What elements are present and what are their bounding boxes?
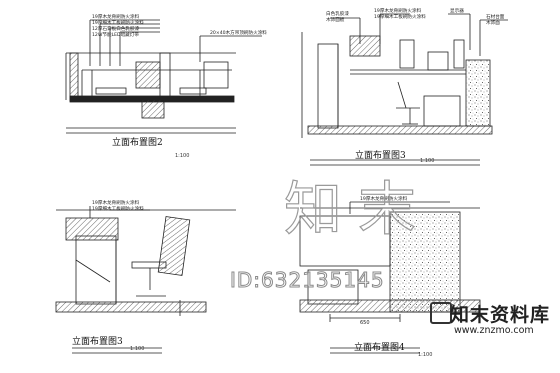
brand-logo-icon [430,302,452,324]
note-p1-2: 19厚细木工板刷防火涂料 [92,21,144,26]
dimension-p4-width: 650 [360,320,370,326]
note-p3-1: 19厚木龙骨刷防火涂料 [92,201,140,206]
note-p2-3: 19厚木龙骨刷防火涂料 [374,9,422,14]
panel-scale-3: 1:100 [130,346,145,352]
note-p1-4: 12W节能LED暗藏灯带 [92,33,139,38]
panel-title-4: 立面布置图4 [354,343,405,353]
elevation-3 [55,206,236,354]
brand-name: 知末资料库 [450,304,551,326]
note-p2-6: 石材台面 [486,15,505,20]
note-p2-4: 19厚细木工板刷防火涂料 [374,15,426,20]
panel-scale-2: 1:100 [420,158,435,164]
note-p4-1: 19厚木龙骨刷防火涂料 [360,197,408,202]
brand-badge: 知末资料库 www.znzmo.com [430,296,556,342]
panel-title-3: 立面布置图3 [72,337,123,347]
elevation-1 [65,19,262,134]
panel-scale-1: 1:100 [175,153,190,159]
note-p1-5: 20×40木方吊顶刷防火涂料 [210,31,267,36]
panel-scale-4: 1:100 [418,352,433,358]
watermark-char-2: 末 [357,175,417,243]
panel-title-2: 立面布置图3 [355,151,406,161]
watermark-char-1: 知 [283,175,343,243]
panel-title-1: 立面布置图2 [112,138,163,148]
elevation-2 [301,13,508,166]
note-p2-1: 白色乳胶漆 [326,12,349,17]
note-p1-3: 12厚石膏板白色乳胶漆 [92,27,140,32]
note-p2-2: 木饰面板 [326,18,345,23]
note-p2-7: 木饰面 [486,21,500,26]
elevation-4 [299,201,481,354]
note-p2-5: 显示器 [450,9,464,14]
note-p1-1: 19厚木龙骨刷防火涂料 [92,15,140,20]
note-p3-2: 19厚细木工板刷防火涂料 [92,207,144,212]
brand-url: www.znzmo.com [454,325,534,336]
watermark-id: ID:632135145 [230,268,385,293]
